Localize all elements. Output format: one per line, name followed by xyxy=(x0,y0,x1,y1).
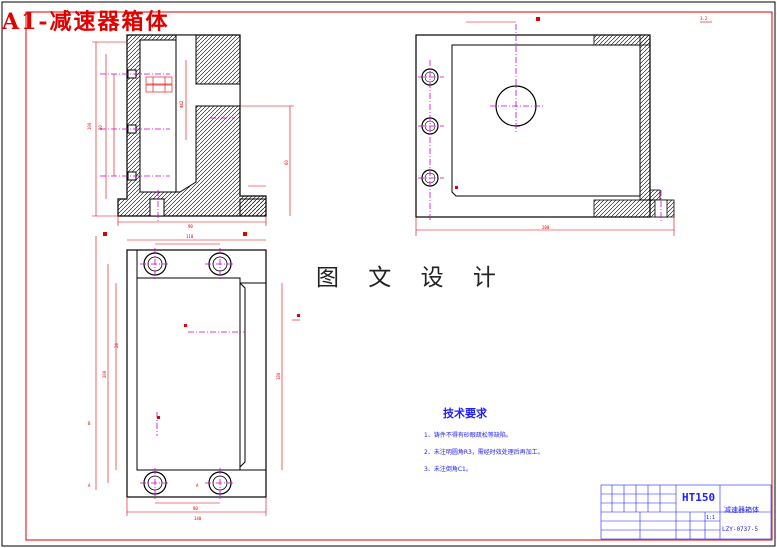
svg-text:B: B xyxy=(88,421,91,426)
technical-requirements-title: 技术要求 xyxy=(443,407,487,420)
svg-text:Φ42: Φ42 xyxy=(179,100,184,108)
svg-text:A: A xyxy=(196,483,199,488)
svg-text:200: 200 xyxy=(542,225,550,230)
title-block-material: HT150 xyxy=(682,491,716,504)
watermark-text: 图 文 设 计 xyxy=(316,265,507,291)
title-block-part-name: 减速器箱体 xyxy=(724,506,759,514)
svg-text:60: 60 xyxy=(284,160,289,165)
svg-text:100: 100 xyxy=(87,122,92,130)
side-view: 200 3.2 xyxy=(415,16,712,236)
title-block-scale: 1:1 xyxy=(706,515,716,521)
svg-text:140: 140 xyxy=(194,516,202,521)
svg-text:180: 180 xyxy=(276,372,281,380)
front-section-view: 100 80 Φ42 60 90 xyxy=(87,34,294,229)
svg-text:24: 24 xyxy=(114,343,119,348)
svg-text:3.2: 3.2 xyxy=(700,16,708,21)
technical-requirement-3: 3、未注倒角C1。 xyxy=(424,466,472,473)
svg-text:110: 110 xyxy=(186,234,194,239)
drawing-title: A1-减速器箱体 xyxy=(2,9,170,35)
svg-text:90: 90 xyxy=(188,224,193,229)
svg-text:200: 200 xyxy=(102,370,107,378)
svg-text:80: 80 xyxy=(193,506,198,511)
title-block-lines xyxy=(600,484,772,540)
svg-text:80: 80 xyxy=(98,125,103,130)
technical-requirement-1: 1、铸件不得有砂眼疏松等缺陷。 xyxy=(424,432,512,439)
top-view: 110 80 140 200 24 180 B A A xyxy=(88,232,300,521)
title-block-drawing-number: LZY-0737-5 xyxy=(722,526,759,533)
technical-requirement-2: 2、未注明圆角R3，需经时效处理后再加工。 xyxy=(424,449,544,456)
drawing-frame xyxy=(25,11,773,541)
svg-text:A: A xyxy=(88,483,91,488)
